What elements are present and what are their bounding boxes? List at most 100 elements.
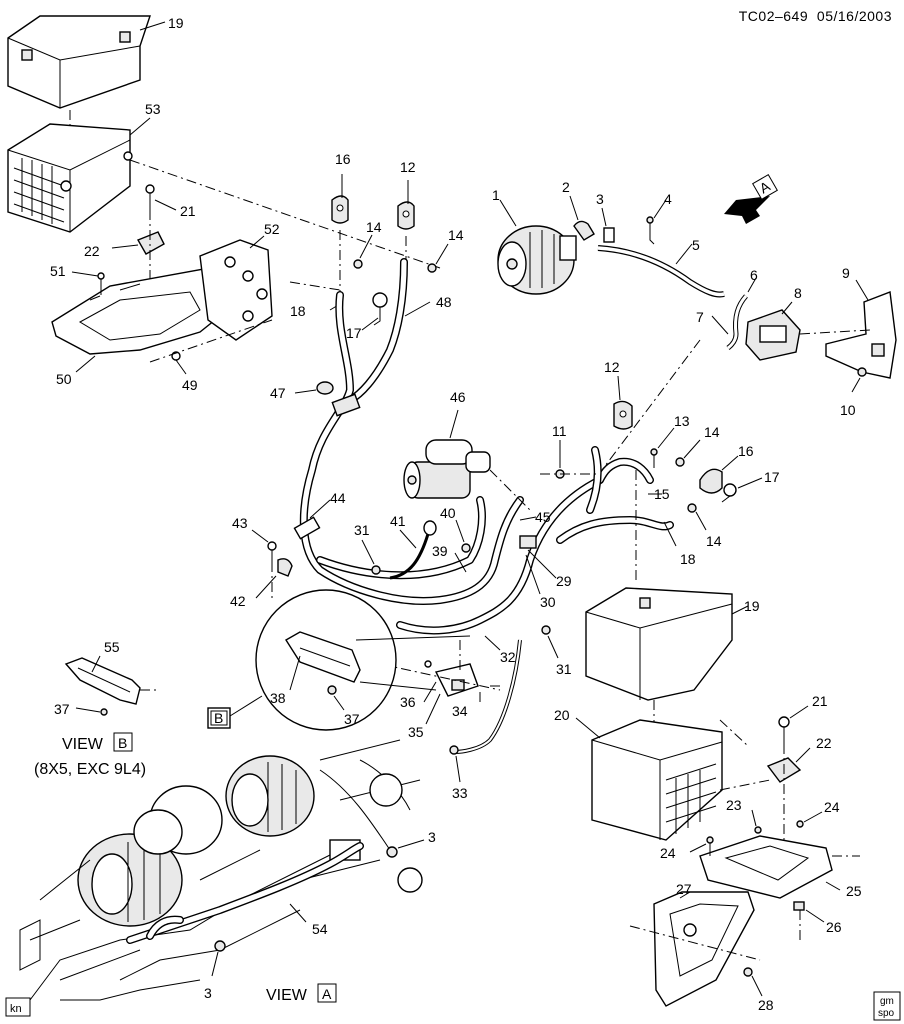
battery-top-left (7, 123, 133, 233)
label-50: 50 (56, 371, 72, 387)
bracket-52 (199, 239, 273, 341)
label-44: 44 (330, 490, 346, 506)
view-a-arrow-box (752, 174, 778, 200)
bracket-27 (653, 891, 755, 1007)
bolt-33 (449, 745, 459, 755)
view-b-detail-letter: B (214, 710, 223, 726)
label-12: 12 (604, 359, 620, 375)
label-14: 14 (706, 533, 722, 549)
label-46: 46 (450, 389, 466, 405)
clamp-22-left (136, 231, 165, 255)
label-28: 28 (758, 997, 774, 1013)
bolt-21-left (145, 184, 155, 210)
label-41: 41 (390, 513, 406, 529)
label-37: 37 (344, 711, 360, 727)
nut-31-right (541, 625, 551, 635)
battery-box-19-right (585, 587, 733, 701)
label-38: 38 (270, 690, 286, 706)
nut-14-b (427, 263, 437, 273)
bolt-4 (646, 216, 655, 245)
nut-3-view-a-left (214, 940, 226, 952)
label-24: 24 (660, 845, 676, 861)
view-b-note: (8X5, EXC 9L4) (34, 761, 146, 778)
label-30: 30 (540, 594, 556, 610)
label-3: 3 (428, 829, 436, 845)
label-9: 9 (842, 265, 850, 281)
label-43: 43 (232, 515, 248, 531)
battery-20 (591, 719, 723, 841)
clip-17-right (721, 483, 737, 503)
nut-14-a (353, 259, 363, 269)
label-21: 21 (180, 203, 196, 219)
battery-cover-top-left (7, 15, 151, 109)
bolt-24-right (796, 820, 804, 828)
bolt-24-left (706, 836, 714, 856)
label-40: 40 (440, 505, 456, 521)
label-26: 26 (826, 919, 842, 935)
view-b-bracket-55 (64, 657, 141, 716)
label-48: 48 (436, 294, 452, 310)
label-53: 53 (145, 101, 161, 117)
bolt-21-right (778, 716, 790, 744)
label-22: 22 (84, 243, 100, 259)
footer-gm-box (873, 991, 901, 1021)
view-a-arrow (724, 196, 770, 224)
clip-47 (316, 381, 334, 395)
label-55: 55 (104, 639, 120, 655)
bolt-10 (857, 367, 867, 377)
label-39: 39 (432, 543, 448, 559)
nut-3-top (603, 227, 615, 243)
view-a-cable-54 (126, 842, 364, 944)
label-15: 15 (654, 486, 670, 502)
connector-29 (519, 535, 537, 549)
nut-14-d (687, 503, 697, 513)
label-20: 20 (554, 707, 570, 723)
label-29: 29 (556, 573, 572, 589)
view-a-caption-box (317, 983, 337, 1003)
tray-25 (699, 835, 833, 899)
clip-17-top (372, 292, 388, 326)
footer-kn-box (5, 997, 31, 1017)
footer-gm: gm (880, 996, 894, 1007)
bolt-40 (461, 543, 471, 553)
drawing-code: TC02–649 (738, 8, 809, 24)
label-49: 49 (182, 377, 198, 393)
label-8: 8 (794, 285, 802, 301)
bracket-9 (825, 291, 897, 379)
view-a-caption-letter: A (322, 986, 332, 1002)
view-b-caption-letter: B (118, 735, 127, 751)
clip-42 (277, 558, 293, 577)
label-4: 4 (664, 191, 672, 207)
label-19: 19 (744, 598, 760, 614)
label-12: 12 (400, 159, 416, 175)
label-21: 21 (812, 693, 828, 709)
bolt-43 (267, 541, 277, 562)
battery-tray-50 (51, 265, 241, 355)
clip-36 (424, 660, 432, 668)
label-25: 25 (846, 883, 862, 899)
drawing-date: 05/16/2003 (816, 8, 892, 24)
nut-31-left (371, 565, 381, 575)
boot-16-right (699, 468, 723, 494)
label-7: 7 (696, 309, 704, 325)
starter-motor-46 (403, 439, 491, 499)
harness-clip-44 (293, 516, 321, 540)
wiring-harness-main (299, 258, 674, 635)
label-37: 37 (54, 701, 70, 717)
view-b-box (207, 707, 231, 729)
label-42: 42 (230, 593, 246, 609)
footer-kn: kn (10, 1003, 22, 1015)
label-2: 2 (562, 179, 570, 195)
view-a-engine-detail (19, 739, 423, 1001)
label-3: 3 (204, 985, 212, 1001)
label-23: 23 (726, 797, 742, 813)
drawing-id: TC02–649 05/16/2003 (739, 8, 892, 24)
terminal-12-right (613, 400, 633, 430)
view-b-detail-circle (255, 589, 397, 731)
label-31: 31 (556, 661, 572, 677)
harness-clip-top (331, 393, 361, 417)
label-31: 31 (354, 522, 370, 538)
label-22: 22 (816, 735, 832, 751)
label-34: 34 (452, 703, 468, 719)
